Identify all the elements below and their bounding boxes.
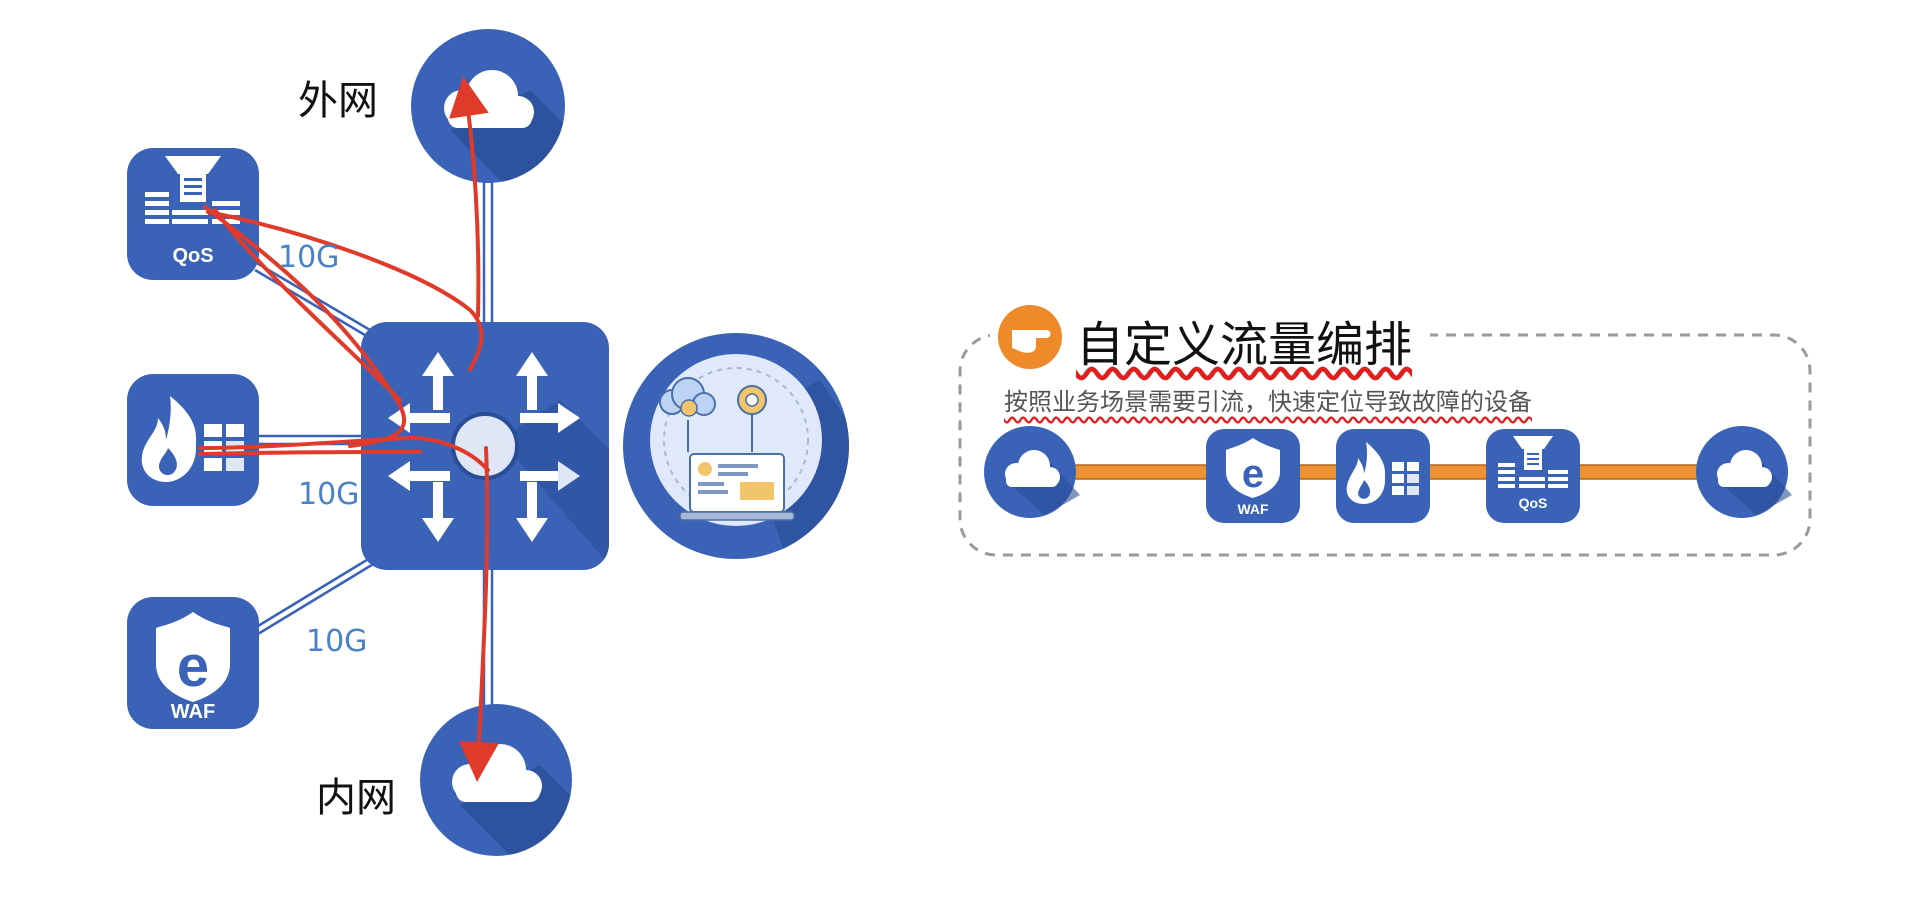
flow-firewall-loop [198, 435, 490, 472]
bandwidth-label-firewall: 10G [298, 477, 360, 512]
waf-icon: e [156, 612, 230, 702]
chain-waf-label: WAF [1237, 501, 1269, 517]
flow-qos-loop-3 [213, 208, 402, 402]
cloud-icon [452, 744, 542, 802]
orchestration-panel: e WAF [958, 300, 1812, 557]
link-waf [257, 553, 376, 636]
pointing-hand-icon [998, 305, 1062, 369]
link-external [482, 180, 494, 326]
traffic-flow-paths [198, 76, 499, 782]
flow-firewall-loop-2 [198, 450, 422, 456]
qos-icon [1498, 436, 1568, 488]
switch-arrows-icon [388, 352, 580, 542]
chain-cloud-left [984, 426, 1080, 518]
chain-cloud-right [1696, 426, 1792, 518]
qos-device: QoS [127, 148, 259, 280]
waf-device: e WAF [127, 597, 259, 729]
waf-icon: e [1226, 438, 1280, 498]
svg-text:e: e [1242, 452, 1264, 496]
controller-node [623, 333, 849, 559]
bandwidth-label-waf: 10G [306, 624, 368, 659]
firewall-icon [1346, 442, 1419, 504]
chain-waf: e WAF [1206, 429, 1300, 523]
flow-qos-loop-2 [206, 210, 484, 372]
bandwidth-label-qos: 10G [278, 240, 340, 275]
chain-qos: QoS [1486, 429, 1580, 523]
cloud-controller-icon [659, 377, 795, 521]
internal-network-label: 内网 [316, 775, 396, 821]
firewall-device [127, 374, 259, 506]
orchestration-subtitle: 按照业务场景需要引流，快速定位导致故障的设备 [1004, 388, 1532, 416]
flow-internal [459, 446, 499, 782]
central-switch [361, 322, 609, 570]
waf-label: WAF [171, 701, 215, 723]
external-network-node [411, 29, 565, 183]
qos-label: QoS [172, 245, 213, 267]
svg-text:e: e [177, 634, 209, 699]
chain-qos-label: QoS [1519, 495, 1548, 511]
chain-firewall [1336, 429, 1430, 523]
external-network-label: 外网 [298, 78, 378, 124]
internal-network-node [420, 704, 572, 856]
cloud-icon [1005, 450, 1060, 487]
flow-qos-loop [203, 205, 407, 448]
flow-to-external [449, 76, 489, 318]
orchestration-title: 自定义流量编排 [1076, 317, 1413, 373]
cloud-icon [1717, 450, 1772, 487]
